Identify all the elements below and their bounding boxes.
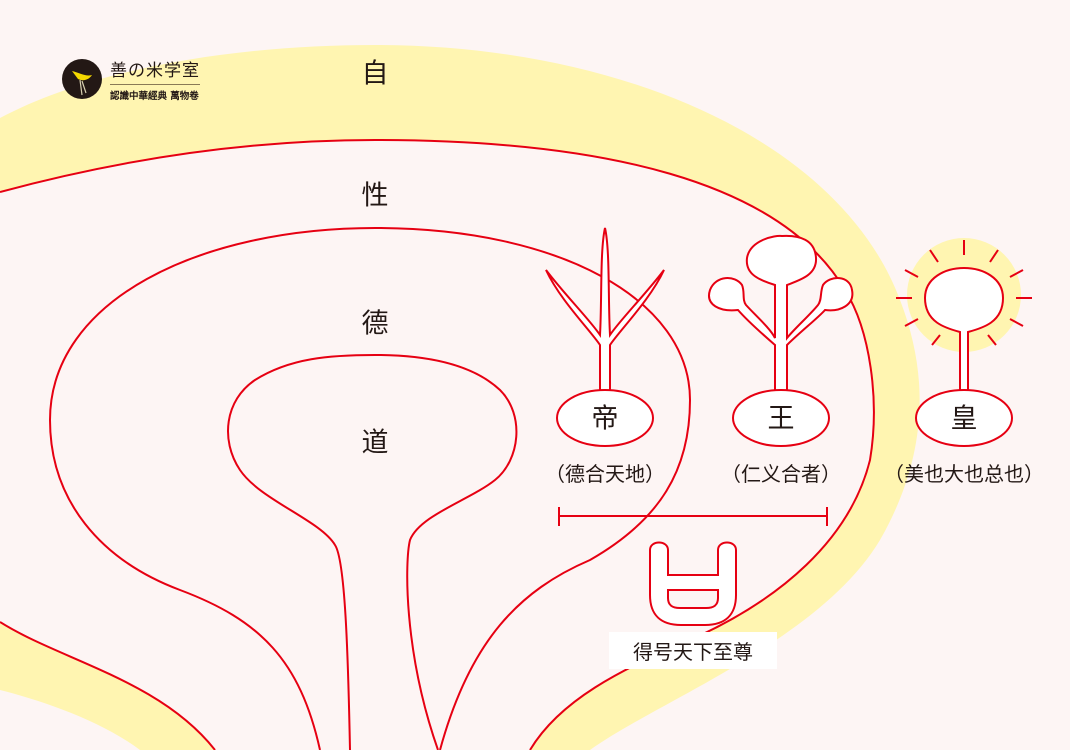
radiant-sun-icon xyxy=(896,238,1032,447)
brand-subtitle: 認識中華經典 萬物卷 xyxy=(110,91,199,102)
bird-emblem-icon xyxy=(62,59,102,99)
tree-three-leaves-icon xyxy=(708,234,854,447)
outer-yellow-band xyxy=(0,45,920,750)
ruler-label-wang: 王 xyxy=(767,403,795,435)
layer-label-dao: 道 xyxy=(361,427,389,459)
boundary-line-lower-left xyxy=(0,621,216,750)
brand-logo: 善の米学室 認識中華經典 萬物卷 xyxy=(62,56,200,102)
mouth-cup-icon xyxy=(649,541,737,626)
boundary-line-xing-de xyxy=(48,226,692,750)
dao-bulb-outline xyxy=(227,353,518,750)
layer-label-xing: 性 xyxy=(361,180,389,212)
sprout-three-blades-icon xyxy=(545,227,665,447)
ruler-caption-di: （德合天地） xyxy=(545,462,665,486)
brand-title: 善の米学室 xyxy=(110,56,200,85)
ruler-label-di: 帝 xyxy=(591,403,619,435)
ruler-caption-wang: （仁义合者） xyxy=(721,462,841,486)
range-bracket xyxy=(558,507,828,526)
ruler-caption-huang: （美也大也总也） xyxy=(884,462,1044,486)
layer-label-de: 德 xyxy=(361,308,389,340)
ruler-label-huang: 皇 xyxy=(950,403,978,435)
layer-label-zi: 自 xyxy=(361,58,389,90)
lower-left-yellow-band xyxy=(0,622,215,750)
bracket-caption: 得号天下至尊 xyxy=(609,632,777,669)
